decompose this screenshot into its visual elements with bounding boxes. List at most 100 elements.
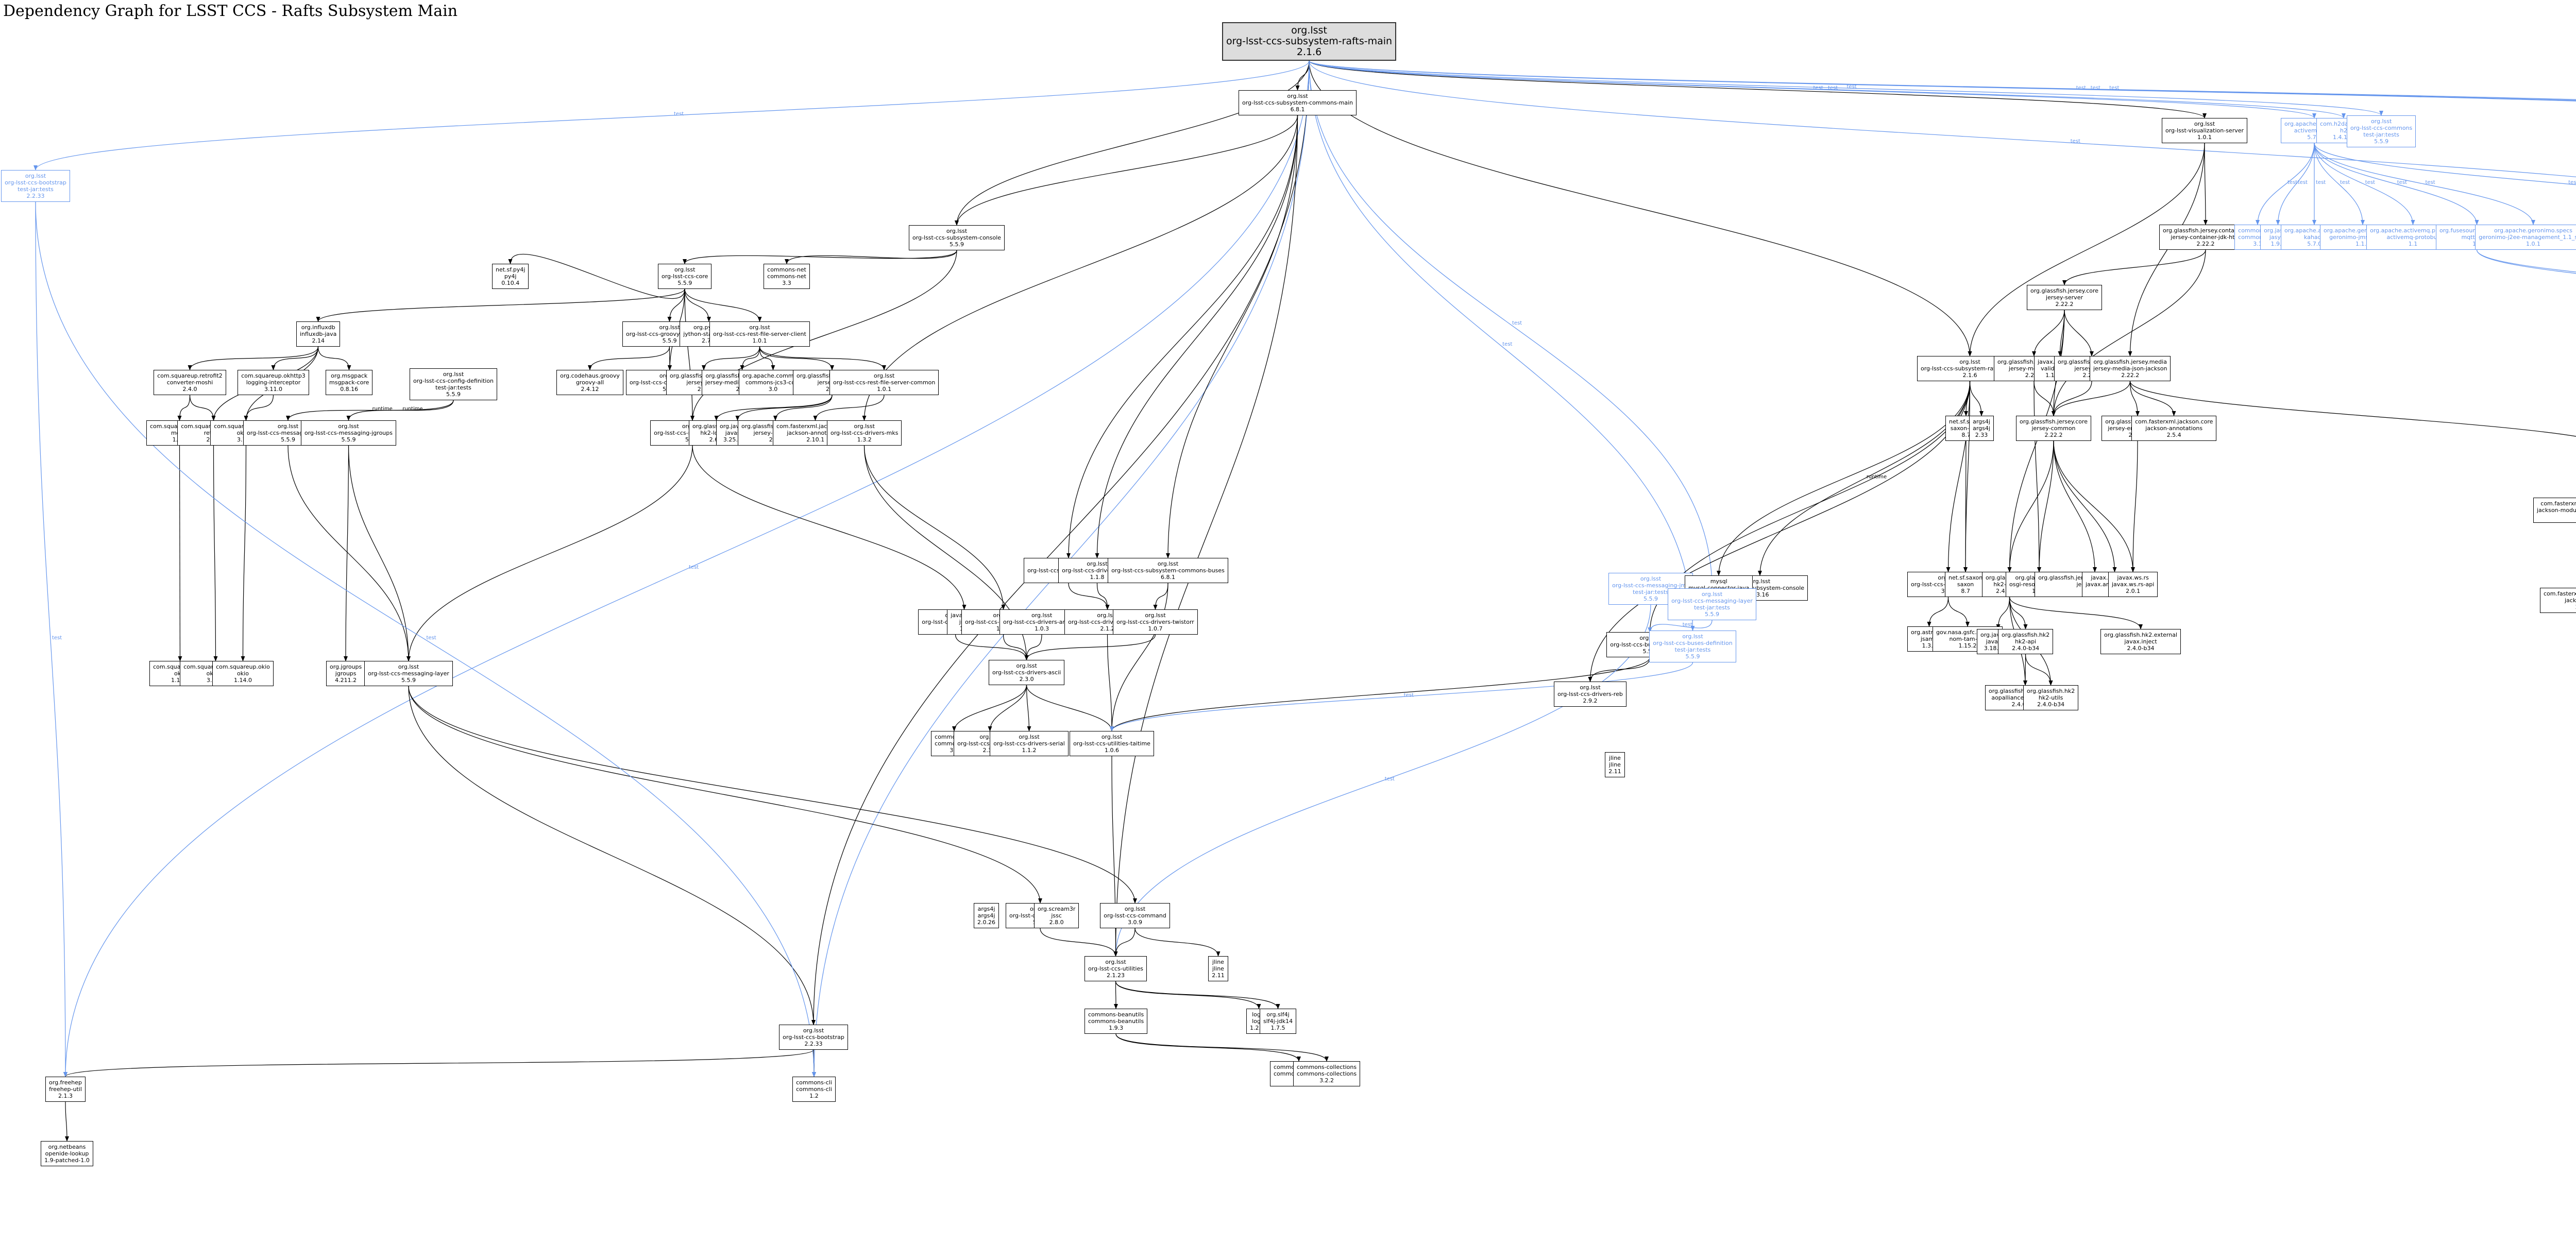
graph-title: Dependency Graph for LSST CCS - Rafts Su…: [3, 2, 458, 20]
node-group: org.lsst: [2194, 121, 2215, 127]
node-version: 3.11.0: [264, 386, 282, 393]
edge-root-to-messaging-layer-tests: [1309, 60, 1714, 589]
edge-retrofit-moshi-to-retrofit: [189, 395, 216, 421]
edge-retrofit-moshi-to-moshi: [177, 395, 191, 421]
edge-drivers-dataforth-to-drivers-modbus: [1068, 583, 1110, 610]
node-version: 2.4.12: [581, 386, 599, 393]
node-classifier: test-jar:tests: [2363, 131, 2400, 138]
edge-label: test: [1814, 86, 1823, 91]
node-artifact: org-lsst-ccs-config-definition: [413, 378, 494, 384]
edge-console559-to-core559: [683, 250, 957, 264]
node-jaxb-annotations[interactable]: com.fasterxml.jackson.modulejackson-modu…: [2533, 498, 2576, 523]
node-group: org.lsst: [1019, 734, 1040, 740]
edge-media-jackson2222-to-jackson-ann254: [2129, 381, 2176, 416]
node-group: args4j: [1973, 418, 1990, 425]
node-version: 5.5.9: [446, 391, 461, 398]
edge-label: runtime: [372, 406, 393, 412]
edge-messaging-layer-to-ccs-commons: [408, 686, 1042, 904]
edge-buses-def-to-taitime: [1110, 657, 1651, 731]
edge-root-to-h2: [1309, 60, 2346, 118]
node-group: com.squareup.retrofit2: [157, 372, 223, 379]
edge-drivers-ascii-to-commons-net35: [952, 685, 1027, 731]
edge-hk2-locator-to-javassist318: [1996, 597, 2010, 629]
node-version: 0.8.16: [340, 386, 359, 393]
edge-ccs-command-to-jline2: [1134, 928, 1221, 957]
edge-label: test: [1512, 320, 1522, 326]
node-artifact: commons-collections: [1297, 1070, 1357, 1077]
edge-label: test: [2076, 86, 2086, 91]
node-version: 1.9.3: [1109, 1025, 1124, 1031]
edge-label: test: [2397, 180, 2407, 185]
edge-root-to-vintage: [1309, 60, 2576, 101]
node-jackson-core[interactable]: com.fasterxml.jackson.corejackson-core2.…: [2540, 588, 2576, 613]
node-version: 2.2.33: [804, 1041, 823, 1047]
node-version: 1.0.3: [1035, 625, 1049, 632]
node-group: args4j: [977, 906, 995, 912]
edge-rafts-buses-to-console5316: [1758, 381, 1971, 576]
node-version: 1.2: [809, 1093, 819, 1099]
node-version: 3.0: [768, 386, 778, 393]
node-group: org.apache.commons: [742, 372, 804, 379]
edge-root-to-buses-def-tests: [1309, 60, 1695, 631]
edge-rafts-buses-to-mysql: [1717, 381, 1971, 576]
node-group: org.lsst: [1640, 575, 1662, 582]
edge-root-to-console559: [955, 60, 1310, 226]
node-artifact: org-lsst-ccs-rest-file-server-client: [713, 331, 806, 337]
edge-label: test: [1828, 86, 1838, 91]
